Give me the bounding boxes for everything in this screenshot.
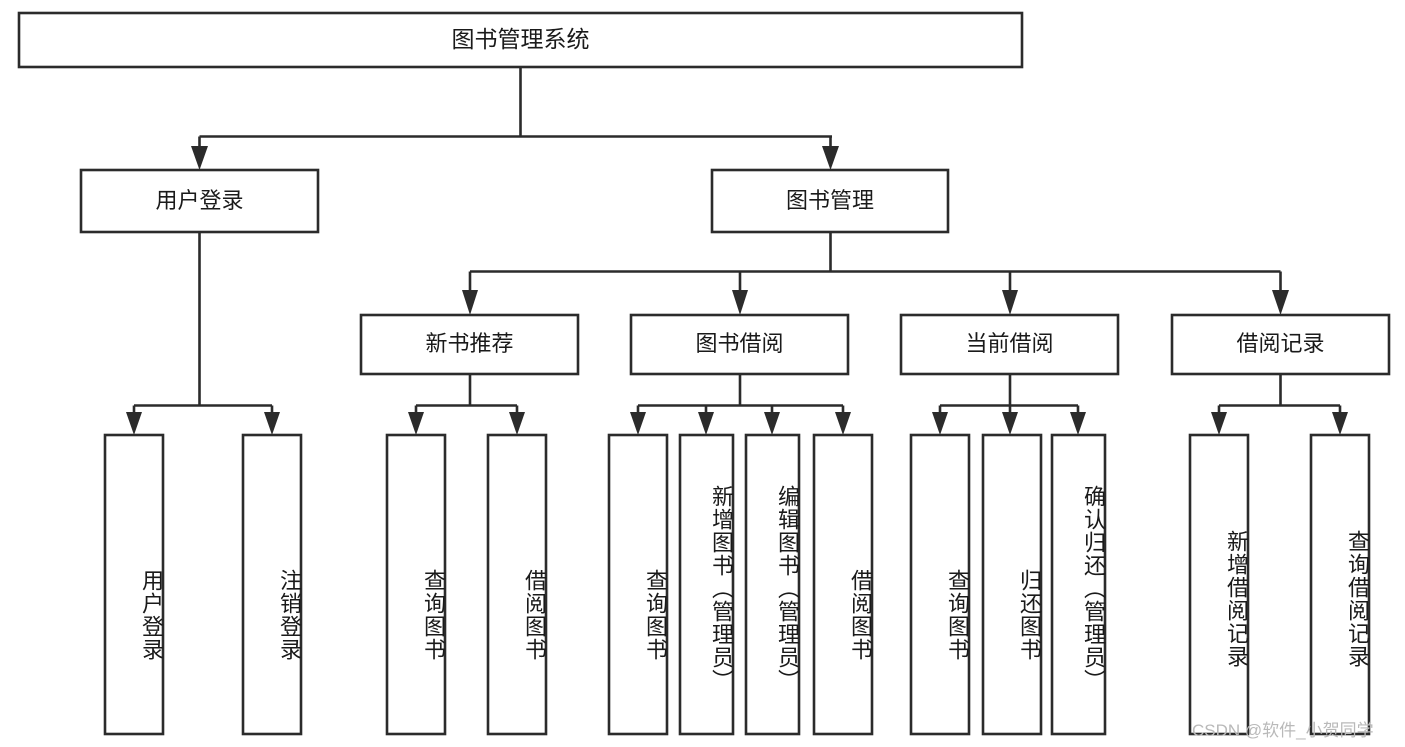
node-box-leaf-return-book[interactable] bbox=[981, 433, 1043, 736]
connector-layer bbox=[126, 67, 1348, 435]
node-box-new-book-rec[interactable] bbox=[359, 313, 580, 376]
node-label-book-borrow: 图书借阅 bbox=[695, 331, 783, 356]
arrow-to-borrow-record bbox=[1272, 290, 1289, 315]
arrow-to-leaf-borrow-book-2 bbox=[835, 412, 851, 435]
edge-root-to-level1-bus bbox=[198, 67, 832, 156]
arrow-to-book-manage bbox=[822, 146, 839, 170]
edge-bookborrow-to-leaves-bus bbox=[636, 374, 845, 423]
arrow-to-leaf-query-book-1 bbox=[408, 412, 424, 435]
arrow-to-leaf-logout bbox=[264, 412, 280, 435]
arrow-to-new-book-rec bbox=[462, 290, 478, 315]
arrow-to-current-borrow bbox=[1002, 290, 1018, 315]
node-box-book-borrow[interactable] bbox=[629, 313, 850, 376]
node-box-leaf-query-record[interactable] bbox=[1309, 433, 1371, 736]
node-box-leaf-confirm-return[interactable] bbox=[1050, 433, 1107, 736]
node-box-leaf-query-book-2[interactable] bbox=[607, 433, 669, 736]
arrow-to-leaf-add-book bbox=[698, 412, 714, 435]
node-label-new-book-rec: 新书推荐 bbox=[425, 331, 513, 356]
node-box-leaf-query-book-3[interactable] bbox=[909, 433, 971, 736]
node-box-leaf-query-book-1[interactable] bbox=[385, 433, 447, 736]
node-box-current-borrow[interactable] bbox=[899, 313, 1120, 376]
arrow-to-leaf-confirm-return bbox=[1070, 412, 1086, 435]
arrow-to-leaf-borrow-book-1 bbox=[509, 412, 525, 435]
arrow-to-leaf-add-record bbox=[1211, 412, 1227, 435]
arrow-to-book-borrow bbox=[732, 290, 748, 315]
csdn-watermark: CSDN @软件_小贺同学 bbox=[1192, 721, 1374, 740]
arrow-to-leaf-query-book-2 bbox=[630, 412, 646, 435]
arrow-to-user-login bbox=[191, 146, 208, 170]
node-label-user-login: 用户登录 bbox=[155, 188, 243, 213]
arrow-to-leaf-query-record bbox=[1332, 412, 1348, 435]
node-label-borrow-record: 借阅记录 bbox=[1236, 331, 1324, 356]
edge-userlogin-to-leaves-bus bbox=[132, 232, 274, 423]
node-box-root[interactable] bbox=[17, 11, 1024, 69]
node-box-user-login[interactable] bbox=[79, 168, 320, 234]
node-box-leaf-borrow-book-1[interactable] bbox=[486, 433, 548, 736]
node-label-book-manage: 图书管理 bbox=[786, 188, 874, 213]
node-box-book-manage[interactable] bbox=[710, 168, 950, 234]
node-box-borrow-record[interactable] bbox=[1170, 313, 1391, 376]
node-box-leaf-user-login[interactable] bbox=[103, 433, 165, 736]
node-layer: 图书管理系统 用户登录 图书管理 新书推荐 图书借阅 当前借阅 借阅记录 bbox=[17, 11, 1391, 736]
arrow-to-leaf-return-book bbox=[1002, 412, 1018, 435]
node-box-leaf-add-record[interactable] bbox=[1188, 433, 1250, 736]
arrow-to-leaf-edit-book bbox=[764, 412, 780, 435]
node-box-leaf-logout[interactable] bbox=[241, 433, 303, 736]
node-box-leaf-borrow-book-2[interactable] bbox=[812, 433, 874, 736]
arrow-to-leaf-query-book-3 bbox=[932, 412, 948, 435]
edge-newbookrec-to-leaves-bus bbox=[414, 374, 519, 423]
node-box-leaf-add-book[interactable] bbox=[678, 433, 735, 736]
edge-borrowrecord-to-leaves-bus bbox=[1217, 374, 1342, 423]
arrow-to-leaf-user-login bbox=[126, 412, 142, 435]
edge-bookmanage-to-level2-bus bbox=[468, 232, 1282, 300]
node-box-leaf-edit-book[interactable] bbox=[744, 433, 801, 736]
node-label-current-borrow: 当前借阅 bbox=[965, 331, 1053, 356]
node-label-root: 图书管理系统 bbox=[452, 26, 590, 52]
